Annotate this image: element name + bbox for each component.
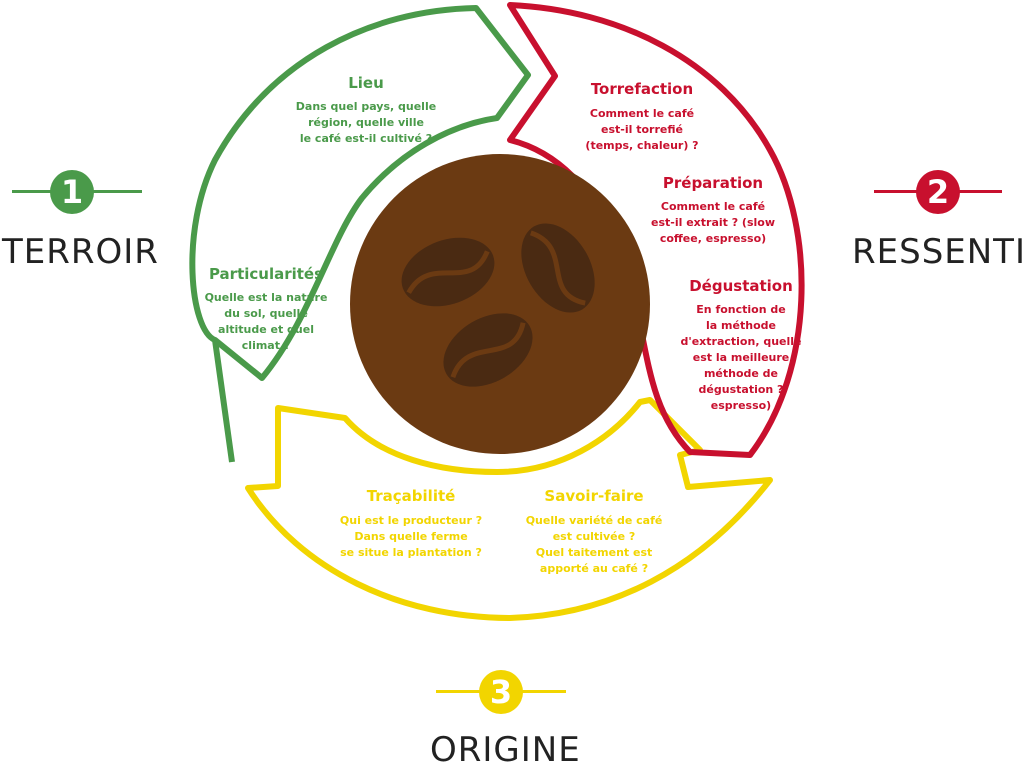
origine-number-badge: 3 (479, 670, 523, 714)
tracabilite-title: Traçabilité (366, 487, 456, 505)
terroir-label: TERROIR (2, 232, 159, 272)
torrefaction-text: Comment le café est-il torrefié (temps, … (585, 107, 699, 152)
particularites-text: Quelle est la nature du sol, quelle alti… (204, 291, 328, 352)
ressenti-label: RESSENTI (852, 232, 1024, 272)
preparation-text: Comment le café est-il extrait ? (slow c… (651, 200, 775, 245)
tracabilite-text: Qui est le producteur ? Dans quelle ferm… (339, 514, 483, 559)
degustation-title: Dégustation (689, 277, 793, 295)
degustation-text: En fonction de la méthode d'extraction, … (680, 303, 802, 412)
ressenti-number-badge: 2 (916, 170, 960, 214)
savoir-faire-title: Savoir-faire (544, 487, 644, 505)
coffee-cup-circle (350, 154, 650, 454)
coffee-bean-icon (401, 237, 495, 307)
particularites-title: Particularités (208, 265, 324, 283)
lieu-text: Dans quel pays, quelle région, quelle vi… (295, 100, 437, 145)
terroir-number-badge: 1 (50, 170, 94, 214)
origine-label: ORIGINE (430, 730, 581, 770)
preparation-title: Préparation (662, 174, 764, 192)
origine-arrow-segment (245, 397, 773, 621)
coffee-bean-icon (443, 313, 533, 387)
savoir-faire-text: Quelle variété de café est cultivée ? Qu… (525, 514, 663, 575)
coffee-bean-icon (521, 223, 595, 313)
torrefaction-title: Torrefaction (590, 80, 694, 98)
terroir-arrow-segment (189, 5, 531, 463)
lieu-title: Lieu (348, 74, 384, 92)
